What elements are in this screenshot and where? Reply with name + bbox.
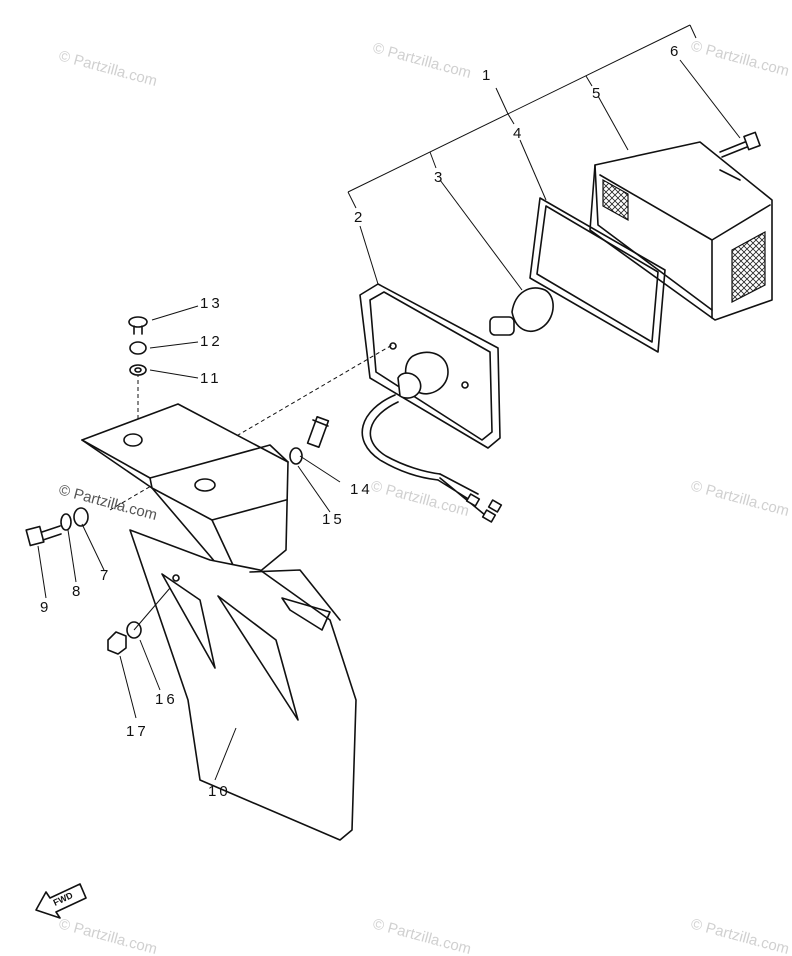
leader-lines — [37, 59, 741, 781]
watermark: © Partzilla.com — [689, 37, 791, 80]
callout-8: 8 — [72, 583, 83, 600]
callout-13: 13 — [200, 295, 223, 312]
tail-lens — [589, 141, 773, 321]
bracket — [81, 403, 357, 841]
washer-11 — [129, 364, 147, 376]
watermark: © Partzilla.com — [371, 915, 473, 956]
watermark: © Partzilla.com — [689, 477, 791, 520]
callout-6: 6 — [670, 43, 681, 60]
watermark: © Partzilla.com — [57, 915, 159, 956]
watermark: © Partzilla.com — [57, 481, 159, 524]
callout-15: 15 — [322, 511, 345, 528]
washer-15 — [289, 447, 303, 465]
washer-7 — [73, 507, 89, 527]
callout-12: 12 — [200, 333, 223, 350]
callout-7: 7 — [100, 567, 111, 584]
base-plate — [359, 283, 501, 449]
callout-2: 2 — [354, 209, 365, 226]
callout-3: 3 — [434, 169, 445, 186]
lens-gasket — [529, 197, 666, 353]
guide-line — [109, 344, 393, 511]
bolt-9 — [25, 525, 62, 547]
callout-11: 11 — [200, 370, 222, 387]
bolt-14 — [306, 415, 330, 449]
callout-10: 10 — [208, 783, 231, 800]
bulb — [489, 287, 554, 336]
assembly-bracket — [347, 24, 697, 209]
wire-harness — [361, 394, 503, 523]
screw-13 — [128, 316, 148, 335]
callout-14: 14 — [350, 481, 373, 498]
nut-12 — [129, 341, 147, 355]
callout-4: 4 — [513, 125, 524, 142]
watermark: © Partzilla.com — [689, 915, 791, 956]
watermark: © Partzilla.com — [57, 47, 159, 90]
callout-5: 5 — [592, 85, 603, 102]
callout-1: 1 — [482, 67, 493, 84]
watermark: © Partzilla.com — [369, 477, 471, 520]
washer-8 — [60, 513, 72, 531]
fwd-arrow-icon: FWD — [35, 883, 87, 919]
callout-labels: 1 2 3 4 5 6 7 8 9 10 11 12 13 14 15 16 1… — [40, 43, 681, 800]
callout-16: 16 — [155, 691, 178, 708]
screw-6 — [719, 131, 761, 158]
callout-9: 9 — [40, 599, 51, 616]
nut-17 — [107, 631, 127, 655]
callout-17: 17 — [126, 723, 149, 740]
watermark: © Partzilla.com — [371, 39, 473, 82]
